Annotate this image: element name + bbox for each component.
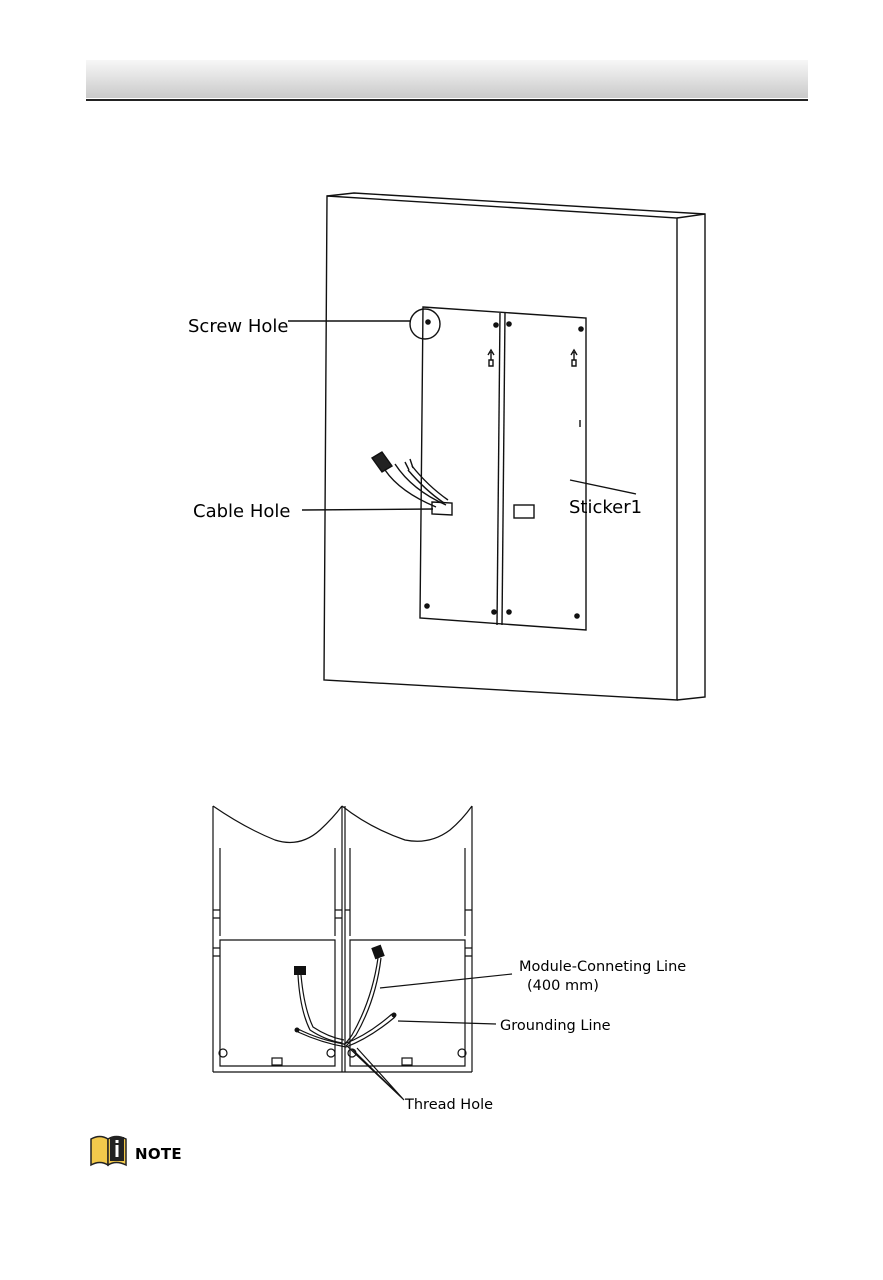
arrow-up-icon <box>571 350 577 366</box>
wall-side <box>677 214 705 700</box>
label-thread-hole: Thread Hole <box>404 1097 493 1113</box>
info-book-icon <box>88 1133 130 1167</box>
wall-top <box>327 193 705 214</box>
label-screw-hole: Screw Hole <box>188 316 288 337</box>
screw-hole <box>493 322 499 328</box>
note-label: NOTE <box>135 1145 182 1163</box>
cable-hole <box>432 502 452 515</box>
cable-connector <box>294 966 306 975</box>
label-grounding-line: Grounding Line <box>500 1018 611 1034</box>
screw-hole <box>491 609 497 615</box>
label-sticker: Sticker1 <box>569 497 642 518</box>
module-frame-left <box>220 940 335 1066</box>
screw-hole <box>424 603 430 609</box>
panel-top-wave <box>213 806 342 842</box>
label-module-line: Module-Conneting Line <box>519 959 686 975</box>
screw-hole <box>425 319 431 325</box>
arrow-up-icon <box>488 350 494 366</box>
screw-hole <box>506 321 512 327</box>
label-module-line-length: (400 mm) <box>527 978 599 994</box>
screw-hole <box>578 326 584 332</box>
label-cable-hole: Cable Hole <box>193 501 290 522</box>
sticker-window <box>514 505 534 518</box>
screw-hole-circle <box>410 309 440 339</box>
backplate-seam <box>502 313 505 625</box>
rj45-connector <box>372 452 392 472</box>
screw-hole <box>574 613 580 619</box>
screw-hole <box>506 609 512 615</box>
cable-connector <box>371 945 385 960</box>
